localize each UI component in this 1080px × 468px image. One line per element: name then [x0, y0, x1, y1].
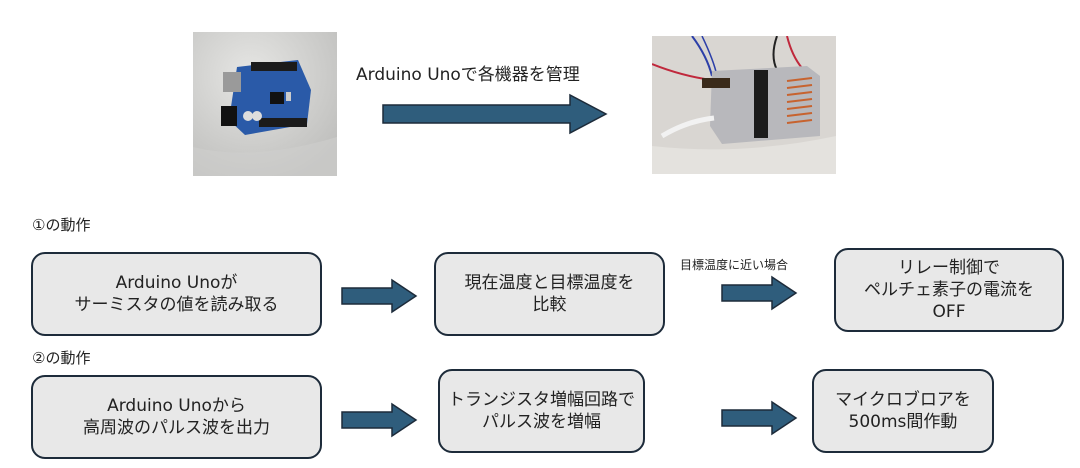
flow2-step3-box: マイクロブロアを 500ms間作動: [812, 369, 994, 453]
flow2-step3-line1: マイクロブロアを: [835, 390, 971, 410]
flow1-title: ①の動作: [32, 216, 91, 234]
flow1-step1-box: Arduino Unoが サーミスタの値を読み取る: [31, 252, 322, 336]
flow1-arrow2-icon: [721, 275, 798, 311]
flow2-step3-line2: 500ms間作動: [848, 412, 958, 432]
flow2-step2-box: トランジスタ増幅回路で パルス波を増幅: [438, 369, 645, 453]
flow1-step3-box: リレー制御で ペルチェ素子の電流を OFF: [834, 248, 1064, 332]
header-caption: Arduino Unoで各機器を管理: [356, 65, 580, 85]
flow1-condition-label: 目標温度に近い場合: [680, 258, 789, 272]
flow1-step2-line1: 現在温度と目標温度を: [464, 273, 635, 293]
flow2-arrow1-icon: [341, 402, 418, 438]
main-arrow-icon: [382, 93, 608, 135]
flow1-step3-line1: リレー制御で: [898, 258, 1000, 278]
flow2-title: ②の動作: [32, 349, 91, 367]
peltier-device-icon: [652, 36, 836, 174]
flow1-step1-line2: サーミスタの値を読み取る: [74, 295, 279, 315]
flow1-step3-line3: OFF: [932, 302, 966, 322]
flow1-step3-line2: ペルチェ素子の電流を: [864, 280, 1034, 300]
flow2-step2-line1: トランジスタ増幅回路で: [448, 390, 635, 410]
flow1-arrow1-icon: [341, 278, 418, 314]
arduino-uno-photo: [193, 32, 337, 176]
flow2-step1-line1: Arduino Unoから: [107, 396, 246, 416]
flow2-step1-line2: 高周波のパルス波を出力: [83, 418, 270, 438]
flow1-step2-box: 現在温度と目標温度を 比較: [434, 252, 665, 336]
flow2-step2-line2: パルス波を増幅: [482, 412, 601, 432]
flow2-step1-box: Arduino Unoから 高周波のパルス波を出力: [31, 375, 322, 459]
flow2-arrow2-icon: [721, 400, 798, 436]
cooling-device-photo: [652, 36, 836, 174]
flow1-step2-line2: 比較: [532, 295, 567, 315]
flow1-step1-line1: Arduino Unoが: [115, 273, 238, 293]
arduino-board-icon: [193, 32, 337, 176]
